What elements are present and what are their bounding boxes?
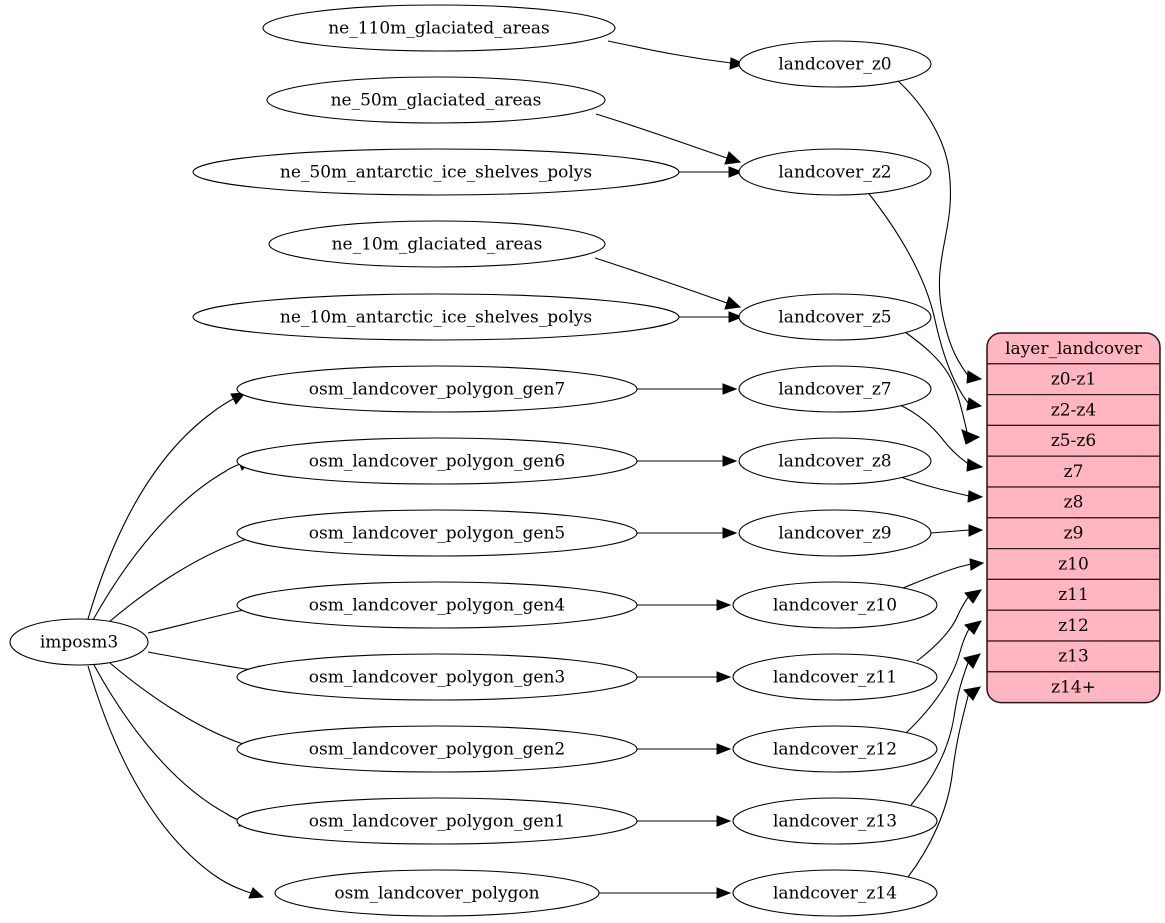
node-ne-50m-glaciated-areas[interactable]: ne_50m_glaciated_areas [266,76,606,124]
table-header-label: layer_landcover [1005,339,1143,359]
node-ne-50m-antarctic-ice-shelves-polys-label: ne_50m_antarctic_ice_shelves_polys [280,163,592,183]
node-ne-110m-glaciated-areas-label: ne_110m_glaciated_areas [328,19,550,39]
node-osm-landcover-polygon-gen4-label: osm_landcover_polygon_gen4 [309,596,565,616]
node-landcover-z2-label: landcover_z2 [778,163,891,183]
node-landcover-z7[interactable]: landcover_z7 [738,365,932,413]
node-landcover-z5-label: landcover_z5 [778,308,891,328]
layer-landcover-table[interactable]: layer_landcover z0-z1 z2-z4 z5-z6 z7 z8 … [986,332,1161,704]
node-osm-landcover-polygon-gen6-label: osm_landcover_polygon_gen6 [309,452,565,472]
table-row-label-z11: z11 [1058,585,1089,605]
edge-ne50m-antarctic-to-z2 [679,166,744,178]
node-landcover-z14[interactable]: landcover_z14 [732,869,938,917]
node-landcover-z12-label: landcover_z12 [773,740,897,760]
table-outer-border [986,332,1161,704]
node-landcover-z11[interactable]: landcover_z11 [732,653,938,701]
node-ne-50m-glaciated-areas-label: ne_50m_glaciated_areas [331,91,542,111]
node-landcover-z9-label: landcover_z9 [778,524,891,544]
table-row-label-z8: z8 [1064,493,1084,513]
node-imposm3[interactable]: imposm3 [9,618,149,666]
table-row-label-z14-plus: z14+ [1051,678,1096,698]
edge-imposm3-to-gen1 [93,664,255,827]
node-landcover-z13-label: landcover_z13 [773,812,897,832]
node-landcover-z13[interactable]: landcover_z13 [732,797,938,845]
node-osm-landcover-polygon[interactable]: osm_landcover_polygon [274,869,600,917]
node-osm-landcover-polygon-gen1[interactable]: osm_landcover_polygon_gen1 [236,797,638,845]
node-osm-landcover-polygon-label: osm_landcover_polygon [334,884,539,904]
node-landcover-z14-label: landcover_z14 [773,884,897,904]
table-row-cell[interactable] [987,394,1160,427]
node-ne-10m-antarctic-ice-shelves-polys[interactable]: ne_10m_antarctic_ice_shelves_polys [192,293,680,341]
table-row-label-z2-z4: z2-z4 [1051,400,1096,420]
node-landcover-z2[interactable]: landcover_z2 [738,148,932,196]
edge-ne50m-glaciated-to-z2 [595,113,742,165]
node-landcover-z7-label: landcover_z7 [778,380,891,400]
node-osm-landcover-polygon-gen2-label: osm_landcover_polygon_gen2 [309,740,565,760]
edge-imposm3-to-polygon [87,665,265,899]
edge-z8-to-row-z8 [897,475,984,503]
table-row-label-z7: z7 [1064,462,1084,482]
node-osm-landcover-polygon-gen2[interactable]: osm_landcover_polygon_gen2 [236,725,638,773]
table-row-label-z0-z1: z0-z1 [1051,370,1096,390]
node-landcover-z11-label: landcover_z11 [773,668,897,688]
edge-z13-to-row-z13 [910,653,981,806]
node-ne-10m-glaciated-areas-label: ne_10m_glaciated_areas [332,235,543,255]
table-row-cell[interactable] [987,671,1160,703]
edge-gen1-to-z13 [637,815,732,827]
edge-gen5-to-z9 [637,527,738,539]
table-row-label-z5-z6: z5-z6 [1051,431,1096,451]
node-ne-50m-antarctic-ice-shelves-polys[interactable]: ne_50m_antarctic_ice_shelves_polys [192,148,680,196]
edge-gen3-to-z11 [637,671,732,683]
node-landcover-z0-label: landcover_z0 [778,55,891,75]
node-osm-landcover-polygon-gen5-label: osm_landcover_polygon_gen5 [309,524,565,544]
edge-z2-to-row-z2z4 [865,189,983,411]
node-osm-landcover-polygon-gen6[interactable]: osm_landcover_polygon_gen6 [236,437,638,485]
table-row-cell[interactable] [987,517,1160,550]
table-row-cell[interactable] [987,578,1160,611]
table-row-cell[interactable] [987,455,1160,488]
edge-z9-to-row-z9 [930,524,984,537]
node-landcover-z5[interactable]: landcover_z5 [738,293,932,341]
edge-ne10m-glaciated-to-z5 [594,257,742,310]
node-landcover-z10[interactable]: landcover_z10 [732,581,938,629]
edge-gen7-to-z7 [637,383,738,395]
node-ne-10m-glaciated-areas[interactable]: ne_10m_glaciated_areas [268,220,606,268]
node-osm-landcover-polygon-gen3[interactable]: osm_landcover_polygon_gen3 [236,653,638,701]
edge-z5-to-row-z5z6 [904,331,981,445]
node-landcover-z9[interactable]: landcover_z9 [738,509,932,557]
edge-polygon-to-z14 [599,887,732,899]
node-landcover-z10-label: landcover_z10 [773,596,897,616]
node-ne-10m-antarctic-ice-shelves-polys-label: ne_10m_antarctic_ice_shelves_polys [280,308,592,328]
table-row-cell[interactable] [987,640,1160,673]
node-ne-110m-glaciated-areas[interactable]: ne_110m_glaciated_areas [262,4,616,52]
edge-z7-to-row-z7 [897,403,984,472]
edge-ne110m-to-z0 [607,40,746,70]
node-osm-landcover-polygon-gen5[interactable]: osm_landcover_polygon_gen5 [236,509,638,557]
node-landcover-z0[interactable]: landcover_z0 [738,40,932,88]
edge-imposm3-to-gen7 [87,392,247,620]
node-landcover-z8[interactable]: landcover_z8 [738,437,932,485]
edge-z12-to-row-z12 [905,620,982,734]
node-osm-landcover-polygon-gen7-label: osm_landcover_polygon_gen7 [309,380,565,400]
edge-ne10m-antarctic-to-z5 [679,311,744,323]
edge-z14-to-row-z14plus [907,686,981,878]
table-row-label-z9: z9 [1064,524,1084,544]
node-osm-landcover-polygon-gen4[interactable]: osm_landcover_polygon_gen4 [236,581,638,629]
edge-gen2-to-z12 [637,743,732,755]
node-osm-landcover-polygon-gen7[interactable]: osm_landcover_polygon_gen7 [236,365,638,413]
node-landcover-z8-label: landcover_z8 [778,452,891,472]
table-row-label-z12: z12 [1058,616,1089,636]
table-row-label-z10: z10 [1058,554,1089,574]
edge-gen4-to-z10 [637,599,732,611]
node-osm-landcover-polygon-gen3-label: osm_landcover_polygon_gen3 [309,668,565,688]
edge-z11-to-row-z11 [916,589,983,662]
node-osm-landcover-polygon-gen1-label: osm_landcover_polygon_gen1 [309,812,565,832]
edge-z0-to-row-z0z1 [896,79,983,384]
edge-gen6-to-z8 [637,455,738,467]
edge-z10-to-row-z10 [897,558,985,591]
node-landcover-z12[interactable]: landcover_z12 [732,725,938,773]
table-row-cell[interactable] [987,486,1160,519]
table-row-label-z13: z13 [1058,647,1089,667]
node-imposm3-label: imposm3 [40,633,118,653]
